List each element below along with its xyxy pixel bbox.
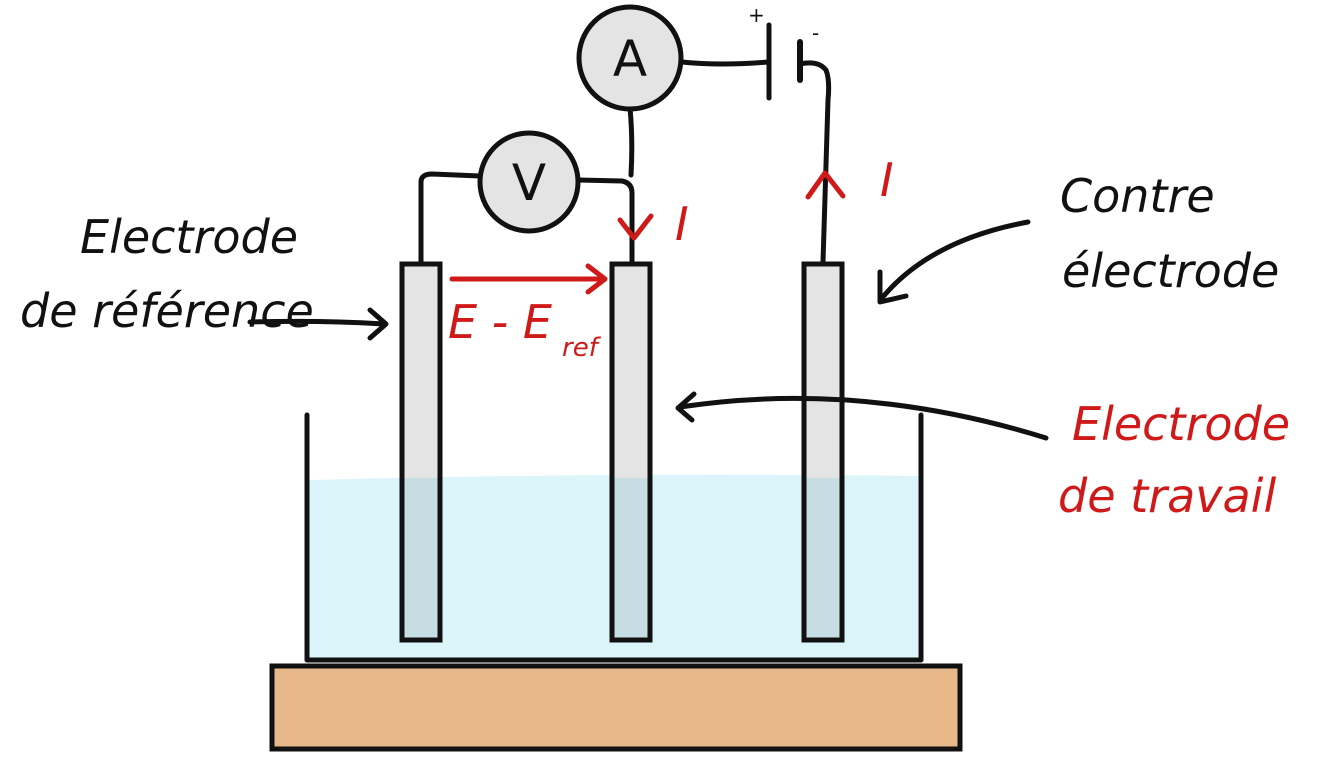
- battery-plus-sign: +: [748, 3, 765, 27]
- counter-pointer-arrow: [877, 219, 1031, 305]
- working-pointer-arrow: [675, 391, 1049, 441]
- current-label-counter: I: [880, 153, 894, 207]
- battery: + -: [748, 3, 819, 101]
- wire-ammeter-to-working: [627, 105, 635, 178]
- reference-pointer-arrow: [247, 307, 389, 341]
- wire-voltmeter-to-working: [575, 177, 635, 265]
- working-label-line1: Electrode: [1072, 397, 1290, 451]
- reference-label-line1: Electrode: [80, 210, 298, 264]
- working-label-line2: de travail: [1058, 469, 1276, 523]
- potential-label-subscript: ref: [562, 333, 602, 363]
- ammeter: A: [576, 4, 684, 112]
- potential-arrow: [449, 263, 608, 295]
- reference-label-line2: de référence: [20, 284, 314, 338]
- ammeter-symbol: A: [613, 30, 647, 88]
- beaker: [304, 412, 924, 663]
- counter-label-line2: électrode: [1062, 244, 1279, 298]
- voltmeter: V: [477, 130, 581, 234]
- potential-label: E - E: [448, 295, 552, 349]
- current-arrow-down: [617, 213, 654, 241]
- reference-electrode: [399, 261, 443, 643]
- wire-battery-to-counter: [797, 60, 832, 265]
- voltmeter-symbol: V: [512, 154, 546, 212]
- wire-reference-to-voltmeter: [418, 171, 483, 265]
- counter-label-line1: Contre: [1060, 169, 1215, 223]
- counter-electrode: [801, 261, 845, 643]
- current-label-working: I: [675, 197, 689, 251]
- current-arrow-up: [805, 170, 846, 200]
- working-electrode: [609, 261, 653, 643]
- battery-minus-sign: -: [812, 21, 819, 45]
- base-plate: [269, 663, 963, 752]
- wire-ammeter-to-battery: [679, 59, 771, 67]
